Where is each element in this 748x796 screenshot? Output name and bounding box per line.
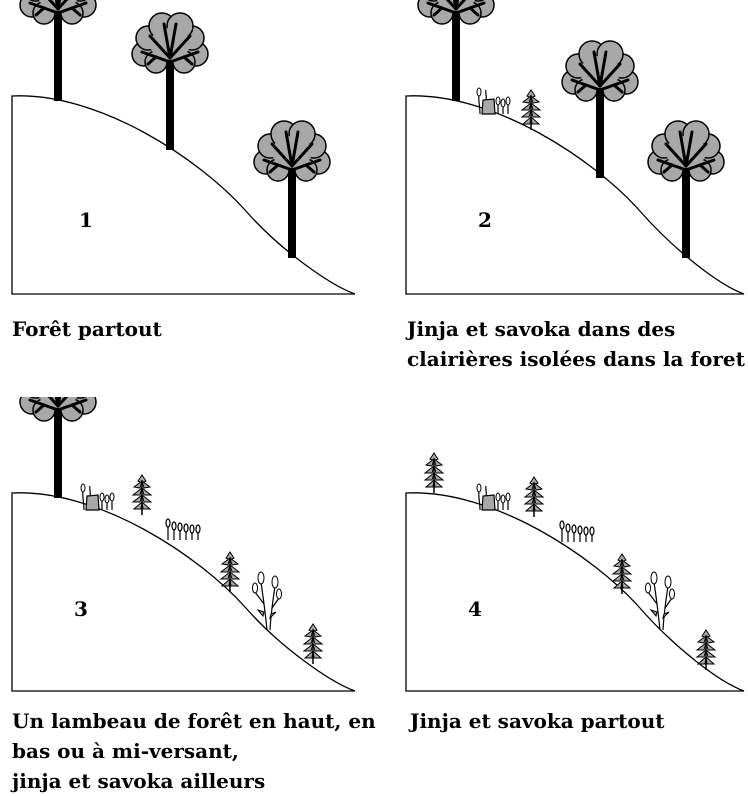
panel-number: 2 (478, 208, 492, 232)
panel-caption: Forêt partout (12, 314, 162, 344)
panel-caption: Jinja et savoka partout (410, 706, 664, 736)
panel-caption: Un lambeau de forêt en haut, en bas ou à… (12, 706, 376, 796)
panel-1: 1 Forêt partout (0, 0, 374, 397)
caption-line: clairières isolées dans la foret (407, 347, 745, 371)
shrub-icon (220, 551, 240, 593)
tree-icon (130, 11, 210, 152)
sapling-icon (165, 518, 201, 541)
shrub-icon (132, 474, 152, 516)
panel-caption: Jinja et savoka dans des clairières isol… (407, 314, 745, 374)
panel-2: 2 Jinja et savoka dans des clairières is… (374, 0, 748, 397)
stump-icon (80, 483, 115, 511)
shrub-icon (524, 476, 544, 518)
caption-line: Jinja et savoka dans des (407, 317, 676, 341)
stump-icon (476, 483, 511, 511)
hillside-diagram-1 (11, 0, 356, 295)
caption-line: Forêt partout (12, 317, 162, 341)
shrub-icon (696, 629, 716, 671)
tree-icon (416, 0, 496, 103)
panel-3: 3 Un lambeau de forêt en haut, en bas ou… (0, 397, 376, 796)
caption-line: Jinja et savoka partout (410, 709, 665, 733)
shrub-icon (612, 553, 632, 595)
tree-icon (18, 0, 98, 103)
tree-icon (18, 397, 98, 500)
panel-number: 1 (79, 208, 93, 232)
hillside-diagram-3 (11, 397, 356, 692)
panel-number: 4 (468, 597, 482, 621)
caption-line: bas ou à mi-versant, (12, 739, 239, 763)
shrub-icon (424, 452, 444, 494)
hillside-diagram-2 (405, 0, 745, 295)
panel-number: 3 (74, 597, 88, 621)
caption-line: Un lambeau de forêt en haut, en (12, 709, 376, 733)
hillside-diagram-4 (405, 452, 745, 692)
caption-line: jinja et savoka ailleurs (12, 769, 266, 793)
shrub-icon (521, 89, 541, 131)
stump-icon (476, 87, 511, 115)
shrub-icon (303, 623, 323, 665)
panel-4: 4 Jinja et savoka partout (374, 397, 748, 794)
sapling-icon (559, 520, 595, 543)
